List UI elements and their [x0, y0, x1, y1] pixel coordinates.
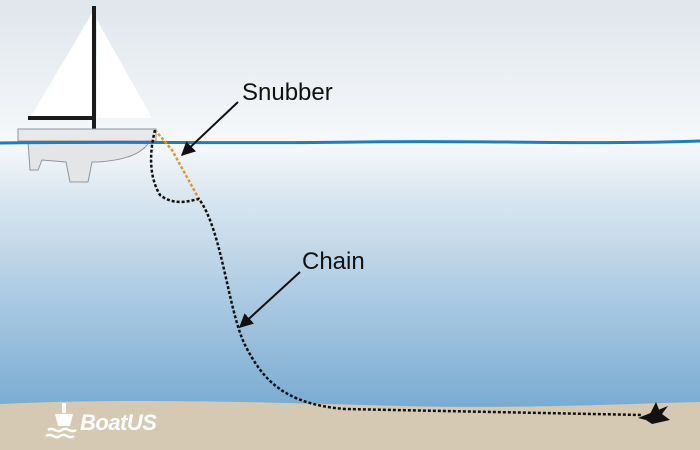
snubber-arrow: [180, 101, 239, 156]
mast: [92, 6, 96, 130]
snubber-line: [154, 129, 201, 200]
boatus-logo: BoatUS: [80, 410, 157, 435]
water: [0, 143, 700, 408]
chain-arrow: [238, 271, 301, 328]
chain-line: [149, 129, 643, 417]
chain-label: Chain: [302, 248, 365, 275]
jib: [97, 20, 152, 118]
hull: [27, 140, 151, 183]
boom: [28, 116, 96, 120]
anchor-icon: [638, 402, 670, 424]
waterline: [0, 139, 700, 145]
deck: [17, 128, 157, 142]
sailboat-icon: [17, 6, 157, 183]
buoy-icon: [45, 403, 77, 439]
mainsail: [30, 10, 94, 118]
snubber-label: Snubber: [242, 79, 333, 106]
